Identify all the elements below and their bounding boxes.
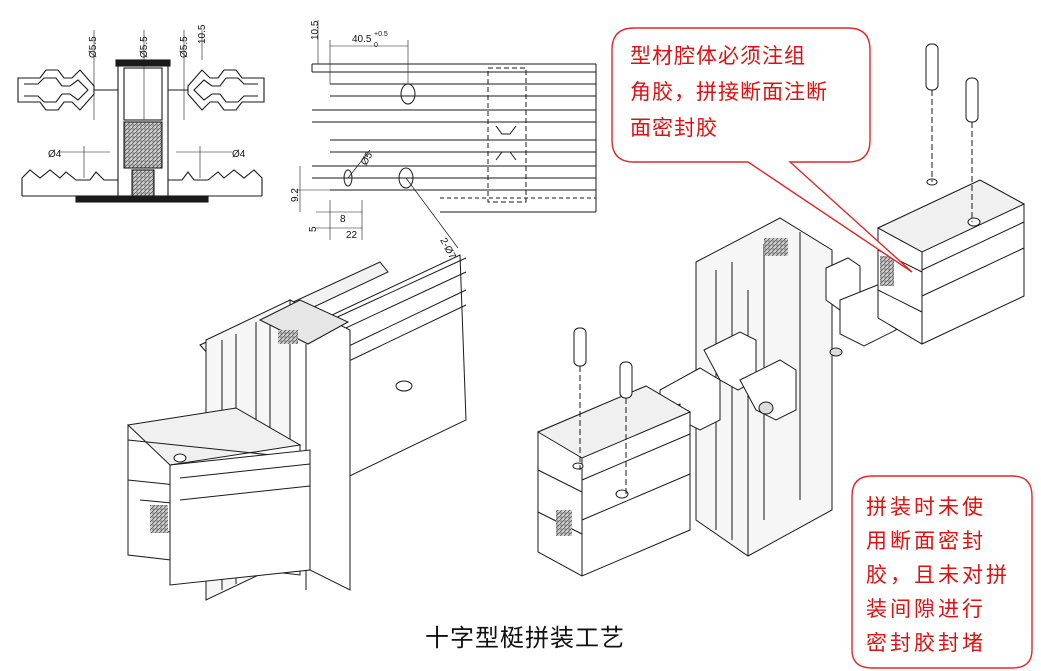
section-hole-left: Ø4: [48, 149, 62, 160]
plan-dimension-labels: 10.5 40.5 +0.5 0 Ø5 9.2 5 8 22 2-Ø7.5: [290, 20, 462, 269]
assembled-cross-mullion: [126, 254, 467, 601]
plan-dim-top: 10.5: [310, 20, 321, 40]
plan-dim-width: 40.5: [352, 34, 372, 45]
plan-dim-tolerance-low: 0: [374, 42, 378, 49]
section-dim-mid: Ø5.5: [139, 36, 150, 58]
callout-top-line-1: 型材腔体必须注组: [630, 44, 806, 68]
callout-top-line-2: 角胶，拼接断面注断: [630, 80, 828, 104]
section-dim-left: Ø5.5: [88, 36, 99, 58]
section-dimension-labels: Ø5.5 Ø5.5 Ø5.5 10.5 Ø4 Ø4: [48, 24, 246, 160]
callout-bottom-line-1: 拼装时未使: [866, 495, 986, 519]
plan-dim-large-width: 22: [346, 230, 358, 241]
callout-bottom-line-4: 装间隙进行: [866, 597, 986, 621]
section-dim-top: 10.5: [197, 24, 208, 44]
callout-top-bubble: [611, 27, 913, 273]
section-dim-right: Ø5.5: [179, 36, 190, 58]
plan-dim-small-hole: Ø5: [359, 150, 375, 167]
callout-bottom-line-5: 密封胶封堵: [866, 631, 986, 655]
plan-dim-tolerance: +0.5: [374, 31, 388, 38]
figure-caption: 十字型梃拼装工艺: [425, 624, 625, 652]
callout-top-line-3: 面密封胶: [630, 116, 718, 140]
plan-dim-small-height: 5: [308, 226, 319, 232]
callout-bottom-line-3: 胶，且未对拼: [866, 563, 1010, 587]
callout-bottom-bubble: [851, 475, 1033, 669]
plan-dim-small-width: 8: [340, 214, 346, 225]
callout-top-text: 型材腔体必须注组 角胶，拼接断面注断 面密封胶: [630, 38, 866, 146]
callout-bottom-text: 拼装时未使 用断面密封 胶，且未对拼 装间隙进行 密封胶封堵: [866, 490, 1026, 660]
plan-dim-height: 9.2: [290, 188, 301, 202]
callout-bottom-line-2: 用断面密封: [866, 529, 986, 553]
cross-section-drawing: [17, 30, 265, 203]
section-hole-right: Ø4: [232, 149, 246, 160]
exploded-assembly: [536, 43, 1026, 577]
plan-drawing: [296, 20, 597, 249]
